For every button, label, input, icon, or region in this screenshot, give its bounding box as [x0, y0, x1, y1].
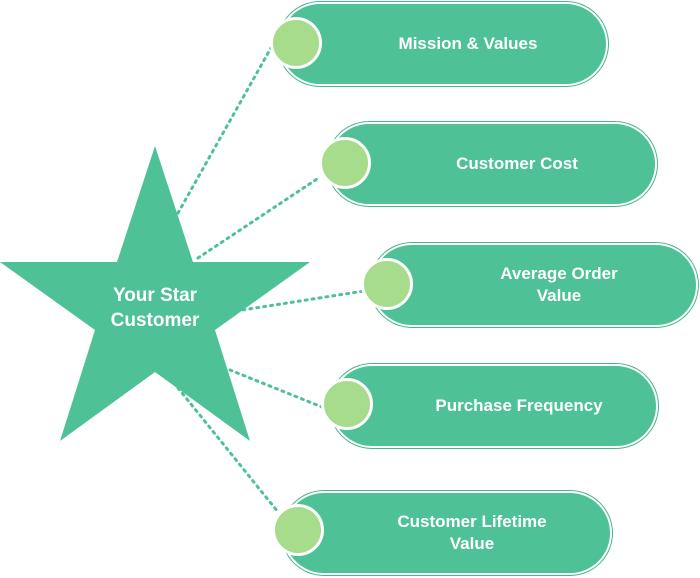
node-average-order-value: Average Order Value [370, 243, 698, 327]
node-customer-lifetime-value: Customer Lifetime Value [282, 491, 612, 575]
node-label: Average Order Value [500, 264, 618, 305]
node-label: Purchase Frequency [435, 396, 603, 415]
node-label: Mission & Values [398, 34, 538, 53]
node-dot [321, 378, 373, 430]
connector-aov [234, 289, 366, 313]
node-dot [319, 137, 371, 189]
center-label: Your Star Customer [110, 285, 200, 331]
node-label: Customer Lifetime Value [397, 512, 547, 553]
connector-frequency [228, 368, 324, 409]
star-shape [0, 146, 310, 441]
connector-ltv [176, 386, 280, 514]
connector-mission [176, 44, 274, 215]
node-dot [270, 17, 322, 69]
node-mission-values: Mission & Values [278, 2, 608, 86]
connector-cost [196, 175, 322, 260]
node-label: Customer Cost [456, 154, 578, 173]
node-dot [361, 258, 413, 310]
node-purchase-frequency: Purchase Frequency [330, 364, 658, 448]
node-customer-cost: Customer Cost [327, 122, 657, 206]
node-dot [272, 504, 324, 556]
